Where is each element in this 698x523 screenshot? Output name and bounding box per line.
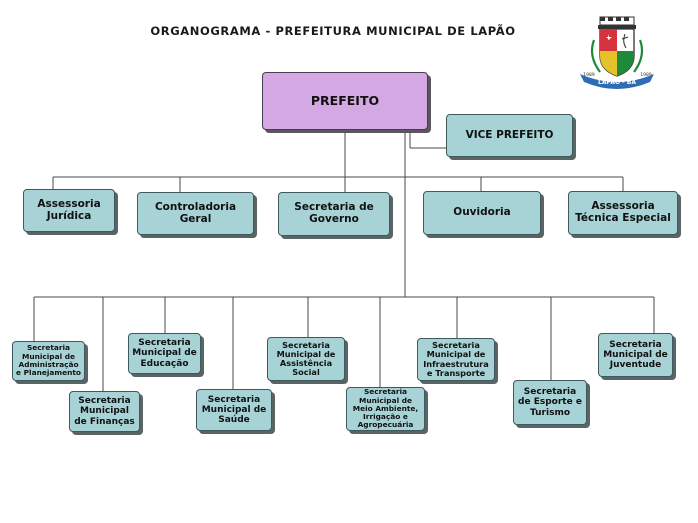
svg-text:LAPÃO - BA: LAPÃO - BA xyxy=(598,79,636,86)
sec-meio-ambiente-label: Secretaria Municipal de Meio Ambiente, I… xyxy=(352,387,419,430)
sec-esporte-box: Secretaria de Esporte e Turismo xyxy=(513,380,587,425)
ouvidoria-box: Ouvidoria xyxy=(423,191,541,235)
sec-juventude-label: Secretaria Municipal de Juventude xyxy=(603,339,668,371)
prefeito-box: PREFEITO xyxy=(262,72,428,130)
assessoria-juridica-label: Assessoria Jurídica xyxy=(37,197,101,222)
prefeito-label: PREFEITO xyxy=(310,93,380,108)
assessoria-juridica-box: Assessoria Jurídica xyxy=(23,189,115,232)
sec-saude-box: Secretaria Municipal de Saúde xyxy=(196,389,272,431)
sec-educacao-label: Secretaria Municipal de Educação xyxy=(132,338,197,369)
sec-financas-box: Secretaria Municipal de Finanças xyxy=(69,391,140,432)
sec-administracao-label: Secretaria Municipal de Administração e … xyxy=(16,343,81,378)
svg-text:1989: 1989 xyxy=(583,72,595,78)
page-title: ORGANOGRAMA - PREFEITURA MUNICIPAL DE LA… xyxy=(150,24,516,38)
sec-assistencia-label: Secretaria Municipal de Assistência Soci… xyxy=(276,339,336,378)
sec-educacao-box: Secretaria Municipal de Educação xyxy=(128,333,201,374)
sec-juventude-box: Secretaria Municipal de Juventude xyxy=(598,333,673,377)
sec-financas-label: Secretaria Municipal de Finanças xyxy=(74,396,135,427)
assessoria-tecnica-label: Assessoria Técnica Especial xyxy=(575,200,671,224)
controladoria-geral-box: Controladoria Geral xyxy=(137,192,254,235)
sec-meio-ambiente-box: Secretaria Municipal de Meio Ambiente, I… xyxy=(346,387,425,431)
ouvidoria-label: Ouvidoria xyxy=(453,206,511,219)
vice-prefeito-label: VICE PREFEITO xyxy=(465,128,554,141)
svg-text:1989: 1989 xyxy=(640,72,652,78)
sec-administracao-box: Secretaria Municipal de Administração e … xyxy=(12,341,85,381)
sec-infraestrutura-box: Secretaria Municipal de Infraestrutura e… xyxy=(417,338,495,381)
assessoria-tecnica-box: Assessoria Técnica Especial xyxy=(568,191,678,235)
sec-saude-label: Secretaria Municipal de Saúde xyxy=(201,394,267,426)
secretaria-governo-box: Secretaria de Governo xyxy=(278,192,390,236)
vice-prefeito-box: VICE PREFEITO xyxy=(446,114,573,157)
sec-esporte-label: Secretaria de Esporte e Turismo xyxy=(518,387,582,418)
secretaria-governo-label: Secretaria de Governo xyxy=(294,201,374,225)
sec-assistencia-box: Secretaria Municipal de Assistência Soci… xyxy=(267,337,345,381)
coat-of-arms-logo: LAPÃO - BA 1989 1989 xyxy=(580,16,654,89)
controladoria-geral-label: Controladoria Geral xyxy=(154,200,237,225)
sec-infraestrutura-label: Secretaria Municipal de Infraestrutura e… xyxy=(423,340,489,378)
